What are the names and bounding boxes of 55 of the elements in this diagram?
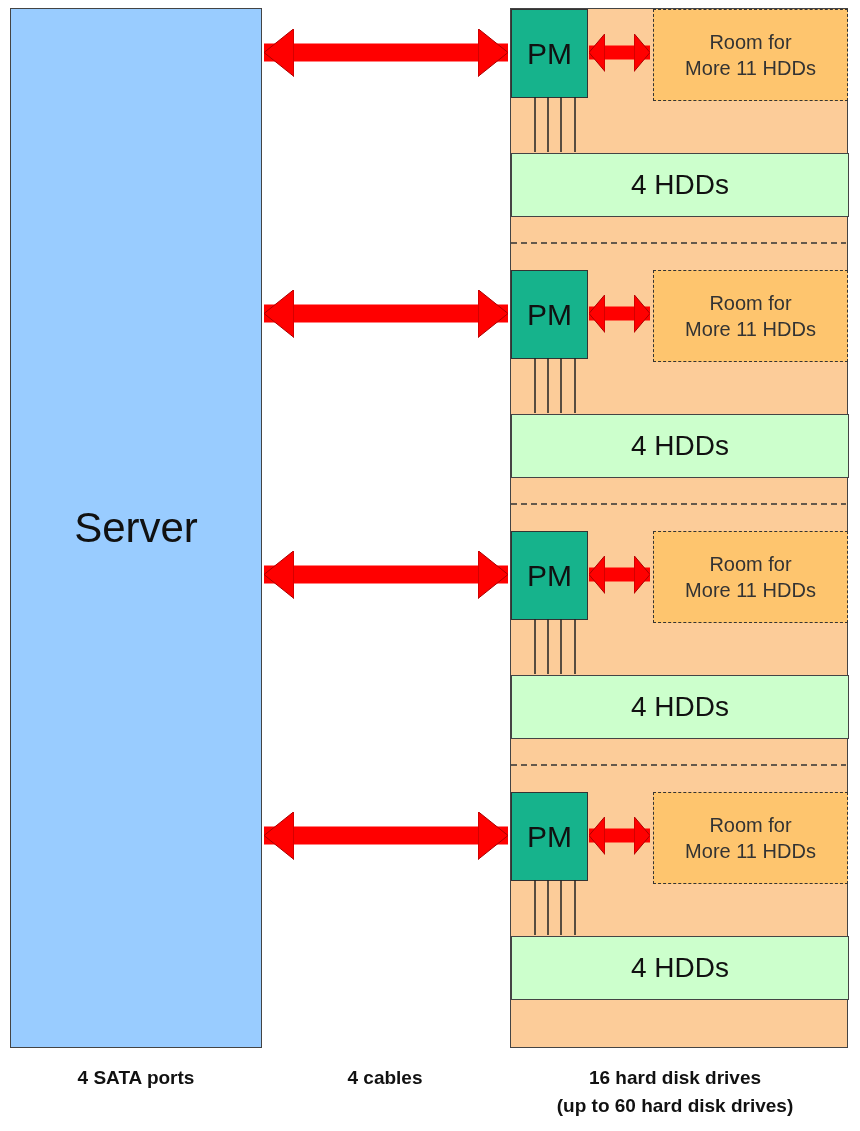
double-arrow [263, 289, 509, 338]
connector-line [560, 96, 562, 153]
connector-line [534, 96, 536, 153]
double-arrow [263, 550, 509, 599]
node-label: Room for More 11 HDDs [684, 291, 817, 342]
server-box [10, 8, 262, 1048]
column-caption: 4 cables [346, 1066, 424, 1090]
connector-line [547, 96, 549, 153]
drive-group-box [511, 414, 849, 478]
node-label: Room for More 11 HDDs [684, 552, 817, 603]
node-label: 4 HDDs [631, 689, 729, 724]
port-multiplier-box [511, 792, 588, 881]
expansion-slot-box [653, 792, 848, 884]
node-label: Room for More 11 HDDs [684, 30, 817, 81]
expansion-slot-box [653, 9, 848, 101]
double-arrow [588, 33, 651, 72]
double-arrow [588, 294, 651, 333]
connector-line [534, 357, 536, 414]
double-arrow [263, 28, 509, 77]
double-arrow [588, 816, 651, 855]
column-caption: 4 SATA ports [76, 1066, 196, 1090]
connector-line [574, 879, 576, 936]
node-label: 4 HDDs [631, 167, 729, 202]
connector-line [547, 357, 549, 414]
port-multiplier-box [511, 531, 588, 620]
drive-group-box [511, 153, 849, 217]
node-label: PM [527, 297, 572, 333]
node-label: PM [527, 558, 572, 594]
connector-line [560, 357, 562, 414]
node-label: 4 HDDs [631, 428, 729, 463]
connector-line [560, 879, 562, 936]
double-arrow [263, 811, 509, 860]
column-caption: 16 hard disk drives [587, 1066, 763, 1090]
node-label: Server [74, 502, 198, 553]
enclosure-box [510, 8, 848, 1048]
port-multiplier-box [511, 270, 588, 359]
node-label: Room for More 11 HDDs [684, 813, 817, 864]
connector-line [574, 96, 576, 153]
connector-line [534, 618, 536, 675]
node-label: PM [527, 819, 572, 855]
connector-line [574, 357, 576, 414]
node-label: PM [527, 36, 572, 72]
connector-line [560, 618, 562, 675]
drive-group-box [511, 936, 849, 1000]
connector-line [547, 618, 549, 675]
node-label: 4 HDDs [631, 950, 729, 985]
drive-group-box [511, 675, 849, 739]
connector-line [547, 879, 549, 936]
connector-line [534, 879, 536, 936]
double-arrow [588, 555, 651, 594]
port-multiplier-box [511, 9, 588, 98]
expansion-slot-box [653, 531, 848, 623]
column-caption: (up to 60 hard disk drives) [555, 1094, 795, 1118]
expansion-slot-box [653, 270, 848, 362]
connector-line [574, 618, 576, 675]
